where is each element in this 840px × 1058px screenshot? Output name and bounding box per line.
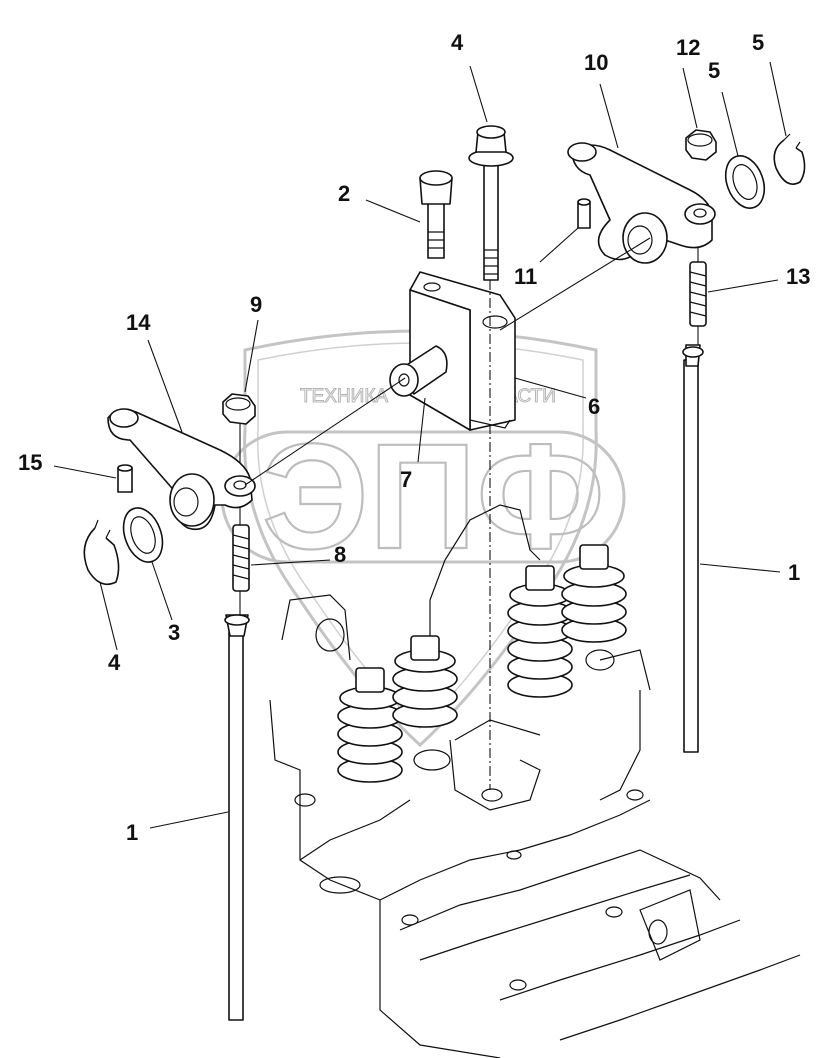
callout-4-left: 4 bbox=[108, 650, 121, 675]
pin-11 bbox=[117, 464, 133, 493]
clip-4-left bbox=[83, 519, 120, 586]
callout-5-left: 3 bbox=[168, 620, 180, 645]
pin-7 bbox=[577, 198, 591, 229]
washer-5-left bbox=[122, 507, 164, 563]
watermark-big-text: ЭПФ bbox=[262, 412, 605, 580]
callout-12: 9 bbox=[250, 292, 262, 317]
valve-spring-right-b bbox=[561, 544, 627, 643]
valve-spring-left-a bbox=[337, 667, 403, 783]
washer-5-right bbox=[724, 155, 766, 209]
rocker-arm-left bbox=[107, 408, 256, 530]
nut-8 bbox=[685, 129, 717, 161]
callout-6: 10 bbox=[584, 50, 608, 75]
bolt-2 bbox=[419, 170, 453, 259]
callout-14: 6 bbox=[588, 394, 600, 419]
valve-spring-right-a bbox=[507, 565, 573, 698]
callout-10: 14 bbox=[126, 310, 151, 335]
callout-13: 8 bbox=[334, 542, 346, 567]
push-rod-left bbox=[224, 614, 250, 1021]
callout-11: 15 bbox=[18, 450, 42, 475]
callout-4-right: 5 bbox=[752, 30, 764, 55]
callout-7: 11 bbox=[514, 264, 537, 289]
adjuster-screw-9 bbox=[689, 261, 707, 327]
rocker-bracket bbox=[409, 271, 516, 431]
callout-1-left: 1 bbox=[126, 820, 138, 845]
nut-12 bbox=[222, 393, 256, 425]
push-rod-right bbox=[682, 344, 704, 753]
callout-9: 13 bbox=[786, 264, 810, 289]
callout-2: 2 bbox=[338, 181, 350, 206]
valve-springs bbox=[337, 544, 627, 783]
cylinder-head bbox=[269, 504, 801, 1058]
rocker-shaft bbox=[389, 345, 448, 397]
bolt-3 bbox=[468, 125, 514, 281]
callouts: 4 2 10 12 5 5 11 13 14 15 9 8 6 7 4 3 1 … bbox=[18, 30, 810, 845]
callout-1-right: 1 bbox=[788, 560, 800, 585]
clip-4-right bbox=[773, 133, 806, 185]
rocker-arm-right bbox=[567, 142, 716, 264]
callout-15: 7 bbox=[400, 467, 412, 492]
callout-5-right: 5 bbox=[708, 58, 720, 83]
callout-3: 4 bbox=[451, 30, 464, 55]
adjuster-screw-13 bbox=[232, 524, 250, 592]
watermark-top-left-text: ТЕХНИКА bbox=[300, 386, 388, 407]
callout-8: 12 bbox=[676, 35, 700, 60]
valve-spring-left-b bbox=[392, 635, 458, 728]
leader-lines bbox=[53, 61, 787, 829]
